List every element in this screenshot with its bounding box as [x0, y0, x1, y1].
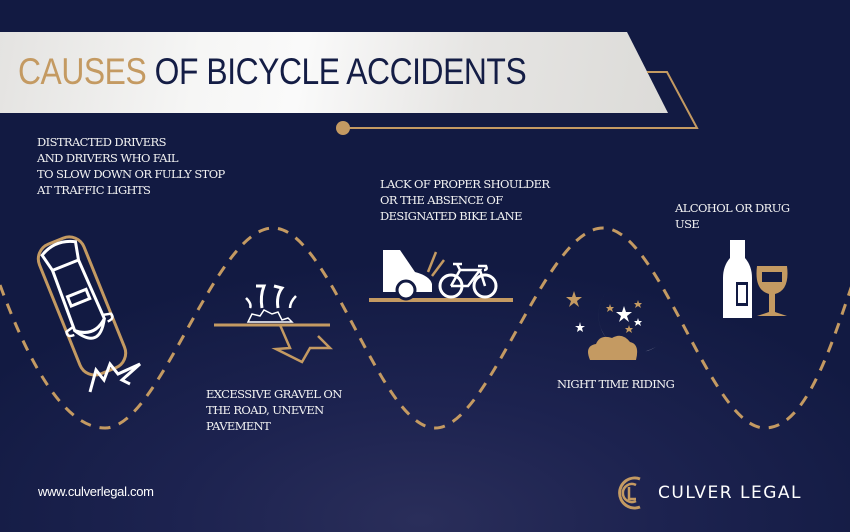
dashed-wave-path — [0, 226, 850, 430]
title-banner — [0, 32, 668, 113]
page-title: CAUSES OF BICYCLE ACCIDENTS — [18, 50, 527, 94]
gold-connector-line — [343, 71, 699, 129]
connector-dot — [336, 121, 350, 135]
car-bicycle-collision-icon — [369, 250, 513, 302]
cause-label-distracted-drivers: DISTRACTED DRIVERS AND DRIVERS WHO FAIL … — [37, 135, 225, 197]
website-link[interactable]: www.culverlegal.com — [38, 484, 154, 499]
cause-label-night-riding: NIGHT TIME RIDING — [557, 377, 675, 391]
impact-burst-icon — [88, 361, 141, 393]
bottle-glass-icon — [723, 240, 788, 318]
cause-label-gravel-pavement: EXCESSIVE GRAVEL ON THE ROAD, UNEVEN PAV… — [206, 387, 342, 433]
culver-legal-cl-logo-icon — [618, 476, 641, 510]
car-crash-icon — [36, 235, 128, 377]
brand-logo: CULVER LEGAL — [614, 475, 802, 511]
title-accent: CAUSES — [18, 51, 147, 92]
brand-name: CULVER LEGAL — [658, 483, 802, 503]
cause-label-alcohol-drug: ALCOHOL OR DRUG USE — [675, 201, 790, 231]
cause-label-bike-lane: LACK OF PROPER SHOULDER OR THE ABSENCE O… — [380, 177, 550, 223]
moon-stars-cloud-icon — [566, 290, 664, 360]
title-main: OF BICYCLE ACCIDENTS — [154, 51, 527, 92]
gravel-road-icon — [214, 284, 334, 364]
